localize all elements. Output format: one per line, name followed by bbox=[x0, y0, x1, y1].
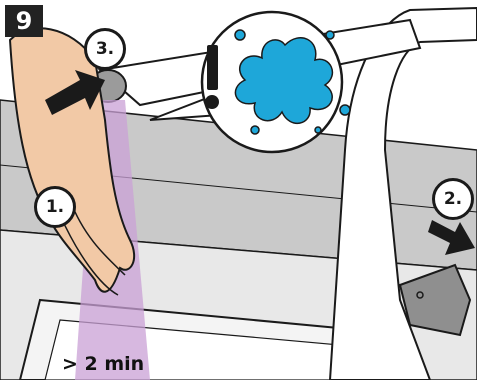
callout-step-2: 2. bbox=[432, 178, 474, 220]
callout-step-1: 1. bbox=[34, 186, 76, 228]
warning-icon bbox=[205, 45, 219, 109]
step-number-badge: 9 bbox=[5, 5, 43, 37]
callout-step-3: 3. bbox=[84, 28, 126, 70]
duration-label: > 2 min bbox=[62, 353, 144, 375]
